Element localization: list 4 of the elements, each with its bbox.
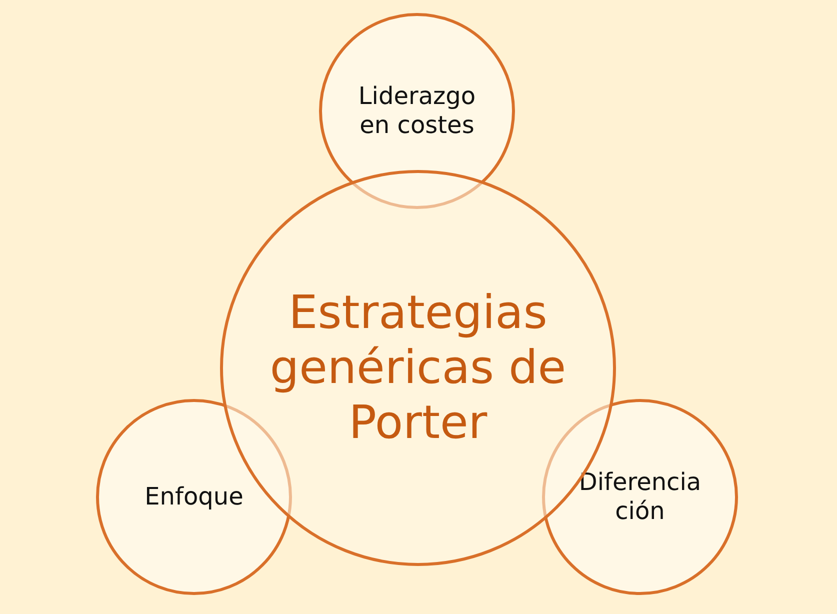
strategy-label: Liderazgo en costes <box>357 82 477 140</box>
strategy-label: Diferencia ción <box>578 468 702 526</box>
strategy-label: Enfoque <box>144 482 244 512</box>
center-title: Estrategias genéricas de Porter <box>268 285 568 451</box>
